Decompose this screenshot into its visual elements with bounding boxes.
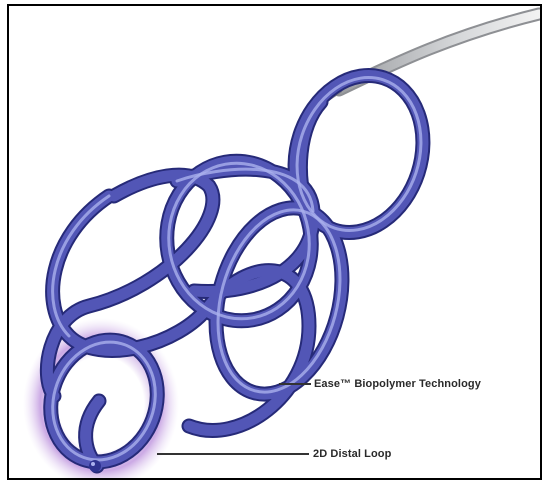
distal-loop-label: 2D Distal Loop [313, 448, 391, 460]
pusher-wire [321, 14, 539, 102]
coil-tip [89, 460, 101, 472]
figure-frame: Ease™ Biopolymer Technology 2D Distal Lo… [7, 4, 542, 480]
coil-body [34, 59, 443, 477]
embolization-coil-icon [9, 6, 542, 480]
ease-biopolymer-label: Ease™ Biopolymer Technology [314, 378, 481, 390]
